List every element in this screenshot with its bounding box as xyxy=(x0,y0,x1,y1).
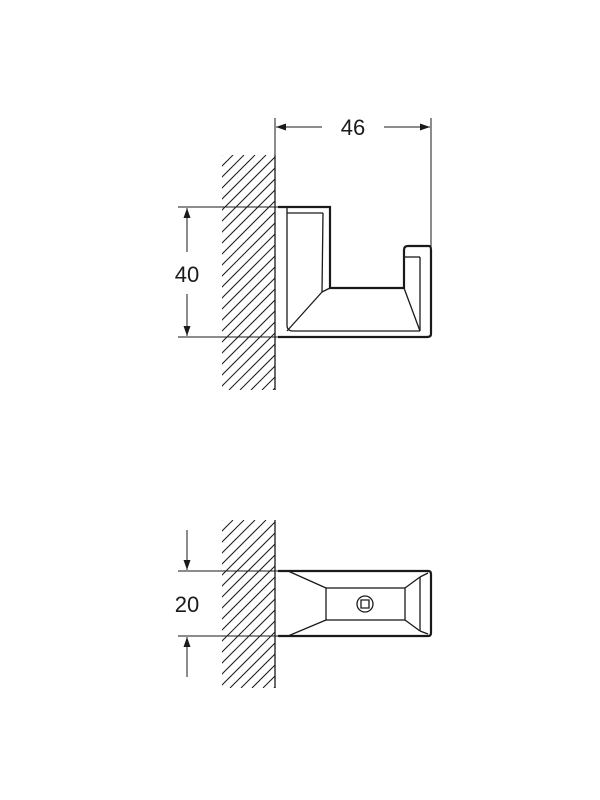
hatch-line xyxy=(307,520,475,688)
hatch-line xyxy=(222,520,245,543)
hatch-line xyxy=(222,321,275,376)
hatch-line xyxy=(329,520,497,688)
hatch-line xyxy=(222,532,275,587)
hatch-line xyxy=(417,520,585,688)
hatch-line xyxy=(222,222,275,277)
hatch-line xyxy=(222,520,256,554)
hatch-line xyxy=(222,255,275,310)
hatch-line xyxy=(222,299,275,354)
hatch-line xyxy=(272,387,275,390)
hatch-line xyxy=(222,598,275,653)
height-dimension: 40 xyxy=(175,206,278,338)
hatch-line xyxy=(296,520,464,688)
hatch-line xyxy=(394,155,600,390)
hatch-line xyxy=(306,155,541,390)
set-screw-icon xyxy=(356,595,374,613)
depth-dimension: 20 xyxy=(175,530,278,677)
hatch-line xyxy=(222,587,275,642)
hatch-line xyxy=(222,520,234,532)
hatch-line xyxy=(222,156,275,211)
hatch-line xyxy=(373,520,541,688)
hatch-line xyxy=(222,620,275,675)
hatch-line xyxy=(383,155,600,390)
hatch-line xyxy=(362,520,530,688)
hatch-line xyxy=(222,178,275,233)
side-elevation-view: 46 40 xyxy=(175,115,600,390)
hatch-line xyxy=(339,155,574,390)
hatch-line xyxy=(361,155,596,390)
wall-hatching-top xyxy=(222,155,600,390)
hatch-line xyxy=(372,155,600,390)
hatch-line xyxy=(284,155,519,390)
hatch-line xyxy=(262,675,275,688)
hatch-line xyxy=(471,155,600,390)
hatch-line xyxy=(222,543,275,598)
hatch-line xyxy=(222,576,275,631)
wall-hatching-bottom xyxy=(222,520,600,688)
hatch-line xyxy=(318,520,486,688)
hatch-line xyxy=(493,155,600,390)
hatch-line xyxy=(222,565,275,620)
hatch-line xyxy=(222,155,267,200)
hatch-line xyxy=(229,642,275,688)
hatch-line xyxy=(222,155,245,178)
hatch-line xyxy=(222,200,275,255)
hook-plan-outline xyxy=(278,569,433,638)
hatch-line xyxy=(222,310,275,365)
hatch-line xyxy=(222,155,256,189)
hatch-line xyxy=(240,653,275,688)
hatch-line xyxy=(250,365,275,390)
hatch-line xyxy=(222,631,275,686)
width-dimension: 46 xyxy=(274,115,432,250)
hatch-line xyxy=(416,155,600,390)
hatch-line xyxy=(449,155,600,390)
hatch-line xyxy=(439,520,600,688)
hatch-line xyxy=(273,686,275,688)
hatch-line xyxy=(222,609,275,664)
hatch-line xyxy=(460,155,600,390)
hatch-line xyxy=(222,189,275,244)
hatch-line xyxy=(317,155,552,390)
hatch-line xyxy=(222,167,275,222)
hatch-line xyxy=(261,376,275,390)
hatch-line xyxy=(251,664,275,688)
hatch-line xyxy=(384,520,552,688)
hatch-line xyxy=(350,155,585,390)
hatch-line xyxy=(340,520,508,688)
hatch-line xyxy=(228,343,275,390)
hatch-line xyxy=(222,521,275,576)
hatch-line xyxy=(405,155,600,390)
width-dimension-label: 46 xyxy=(341,115,365,140)
height-dimension-label: 40 xyxy=(175,262,199,287)
hatch-line xyxy=(222,520,267,565)
plan-view: 20 xyxy=(175,520,600,688)
hatch-line xyxy=(438,155,600,390)
hatch-line xyxy=(222,554,275,609)
hatch-line xyxy=(504,155,600,390)
hatch-line xyxy=(328,155,563,390)
hatch-line xyxy=(427,155,600,390)
hatch-line xyxy=(222,288,275,343)
hook-side-outline xyxy=(278,205,433,339)
hatch-line xyxy=(222,266,275,321)
hatch-line xyxy=(222,244,275,299)
hatch-line xyxy=(222,233,275,288)
hatch-line xyxy=(222,332,275,387)
hatch-line xyxy=(482,155,600,390)
hatch-line xyxy=(222,211,275,266)
depth-dimension-label: 20 xyxy=(175,592,199,617)
hatch-line xyxy=(351,520,519,688)
hatch-line xyxy=(428,520,596,688)
